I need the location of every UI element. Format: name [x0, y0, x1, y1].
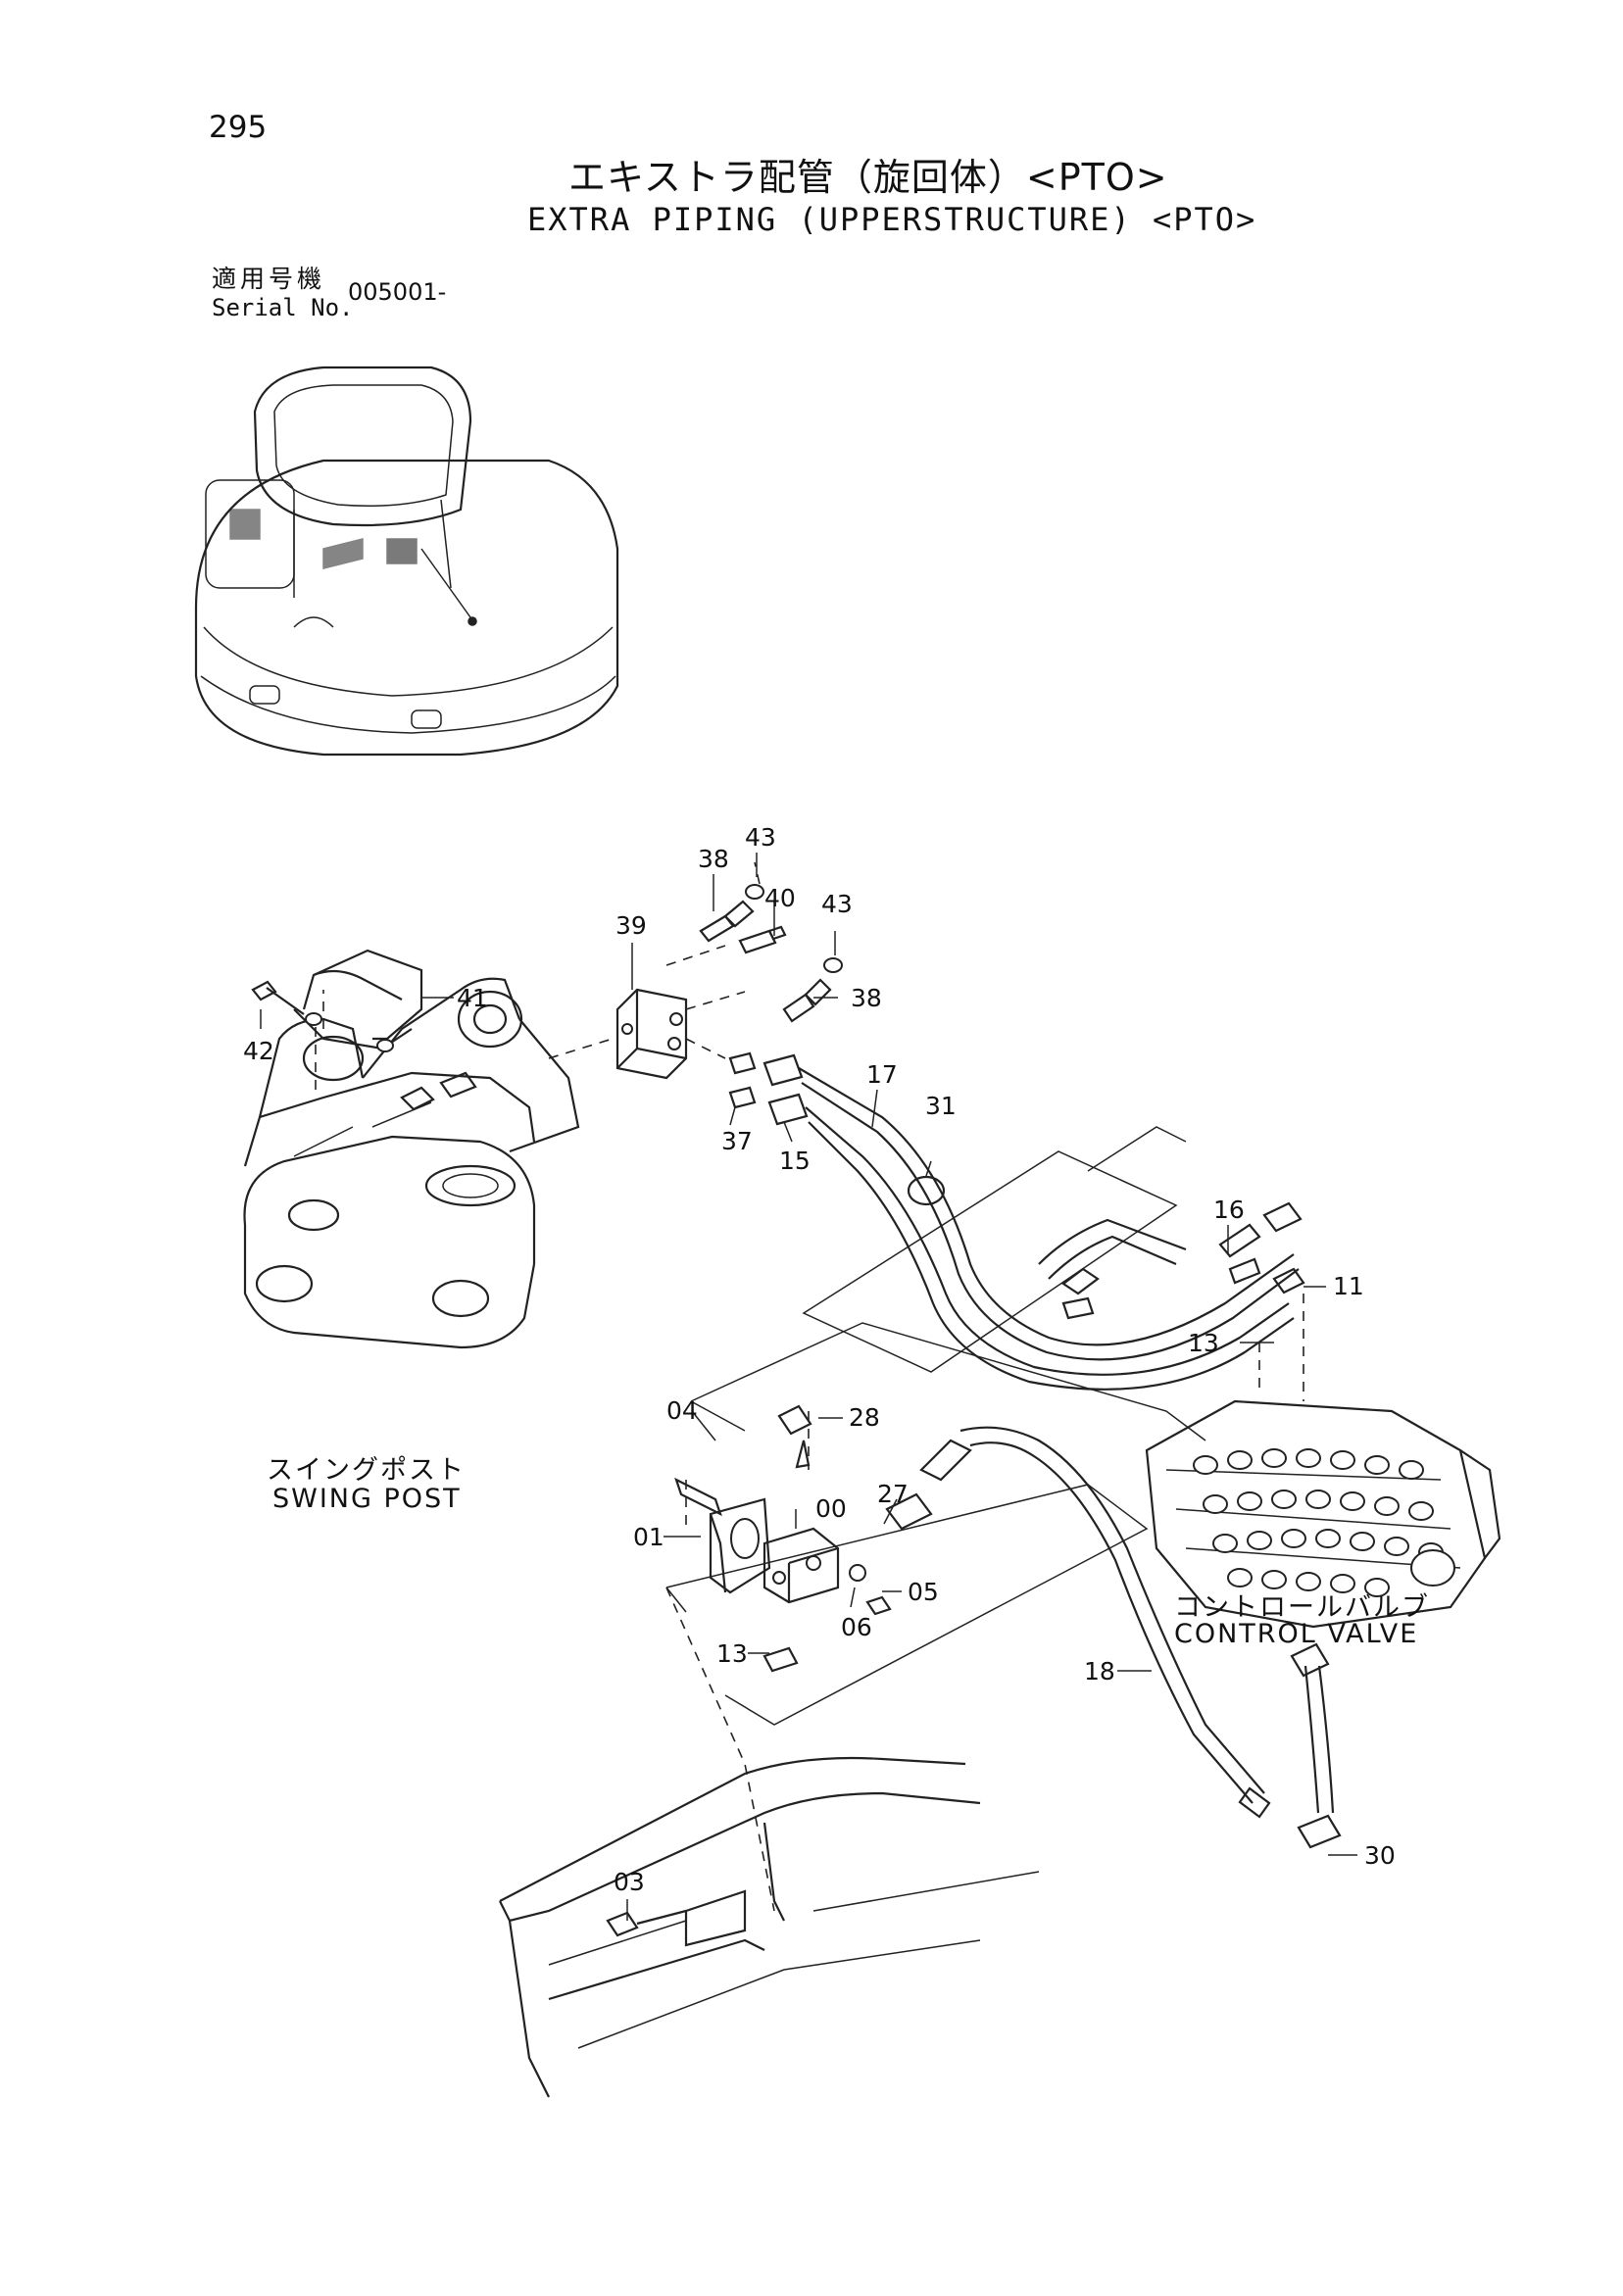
callout-27: 27 [877, 1480, 909, 1508]
swing-post-label-english: SWING POST [272, 1484, 462, 1514]
callout-06: 06 [841, 1613, 872, 1641]
callout-00: 00 [815, 1494, 847, 1523]
callout-43: 43 [821, 890, 853, 918]
callout-13: 13 [1188, 1329, 1219, 1357]
callout-31: 31 [925, 1092, 957, 1120]
fitting-38-43-upper [699, 861, 787, 954]
serial-number-value: 005001- [348, 278, 447, 306]
callout-38: 38 [851, 984, 882, 1012]
callout-17: 17 [866, 1060, 898, 1089]
block-00-illustration [674, 1404, 933, 1673]
assembly-guide-lines [665, 1126, 1304, 1912]
callout-15: 15 [779, 1147, 811, 1175]
callout-43: 43 [745, 823, 776, 852]
control-valve-illustration [1145, 1399, 1501, 1629]
callout-11: 11 [1333, 1272, 1364, 1300]
page-title-english: EXTRA PIPING (UPPERSTRUCTURE) <PTO> [527, 201, 1257, 238]
callout-41: 41 [457, 984, 488, 1012]
fitting-38-43-right [782, 957, 843, 1023]
callout-03: 03 [614, 1868, 645, 1896]
swing-post-label-japanese: スイングポスト [267, 1455, 466, 1486]
serial-label-japanese: 適用号機 [212, 265, 326, 293]
callout-05: 05 [908, 1578, 939, 1606]
callout-37: 37 [721, 1127, 753, 1155]
swing-post-illustration [243, 977, 580, 1349]
callout-13: 13 [716, 1639, 748, 1668]
callout-39: 39 [615, 911, 647, 940]
page-title-japanese: エキストラ配管（旋回体）<PTO> [568, 156, 1168, 199]
page-number: 295 [209, 110, 268, 145]
callout-30: 30 [1364, 1841, 1396, 1870]
excavator-overview-illustration [194, 366, 619, 757]
callout-04: 04 [666, 1396, 698, 1425]
callout-16: 16 [1213, 1196, 1245, 1224]
control-valve-label-japanese: コントロールバルブ [1174, 1592, 1430, 1623]
serial-label-english: Serial No. [212, 294, 354, 321]
control-valve-label-english: CONTROL VALVE [1174, 1619, 1419, 1649]
callout-40: 40 [764, 884, 796, 912]
callout-18: 18 [1084, 1657, 1115, 1685]
bracket-41-illustration [251, 949, 423, 1098]
callout-38: 38 [698, 845, 729, 873]
callout-42: 42 [243, 1037, 274, 1065]
hoses-15-17-illustration [728, 1051, 1305, 1391]
block-39-illustration [548, 945, 746, 1080]
callout-leaders [260, 853, 1357, 1921]
upperstructure-frame-illustration [499, 1756, 1040, 2098]
callout-28: 28 [849, 1403, 880, 1432]
callout-01: 01 [633, 1523, 664, 1551]
hose-18-illustration [919, 1426, 1342, 1849]
